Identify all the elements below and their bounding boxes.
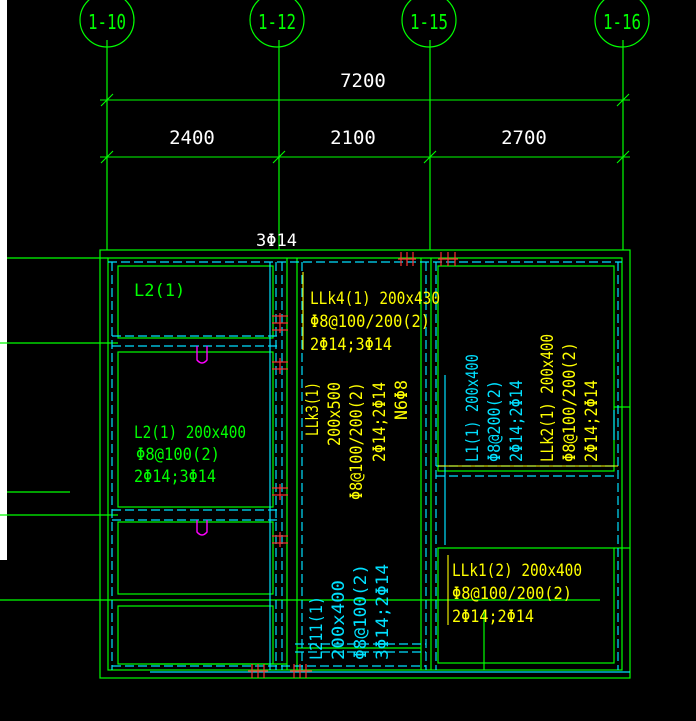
beam-l211-size: 200x400 <box>329 580 349 660</box>
beam-llk2-name: LLk2(1) 200x400 <box>538 334 558 462</box>
inner-wall <box>107 257 623 671</box>
dim-tick <box>423 150 437 164</box>
beam-l211-bars: 3Φ14;2Φ14 <box>373 564 393 660</box>
beam-l1-bars: 2Φ14;2Φ14 <box>507 380 527 462</box>
dim-span-text: 2400 <box>169 127 215 149</box>
beam-solid-lines <box>150 262 630 673</box>
beam-l1-annotation: L1(1) 200x400 Φ8@200(2) 2Φ14;2Φ14 <box>463 354 527 462</box>
dimension-texts: 7200 2400 2100 2700 <box>169 70 547 149</box>
beam-llk3-side: N6Φ8 <box>392 380 412 420</box>
beam-llk3-bars: 2Φ14;2Φ14 <box>370 382 390 462</box>
beam-l2-mid-stirrup: Φ8@100(2) <box>136 445 220 465</box>
axis-label: 1-15 <box>410 10 448 34</box>
beam-llk2-annotation: LLk2(1) 200x400 Φ8@100/200(2) 2Φ14;2Φ14 <box>538 334 602 462</box>
beam-llk4-bars: 2Φ14;3Φ14 <box>310 335 392 355</box>
axis-bubble-1-10 <box>79 0 135 48</box>
beam-llk4-name: LLk4(1) 200x430 <box>310 289 440 309</box>
outer-wall <box>99 249 631 679</box>
beam-llk1-bars: 2Φ14;2Φ14 <box>452 607 534 627</box>
axis-bubble-1-16 <box>594 0 650 48</box>
top-rebar-text: 3Φ14 <box>256 231 297 251</box>
axis-label: 1-10 <box>88 10 126 34</box>
beam-l211-annotation: L211(1) 200x400 Φ8@100(2) 3Φ14;2Φ14 <box>307 564 393 660</box>
axis-labels: 1-10 1-12 1-15 1-16 <box>88 10 641 34</box>
beam-llk1-annotation: LLk1(2) 200x400 Φ8@100/200(2) 2Φ14;2Φ14 <box>452 561 582 627</box>
room-top-right <box>437 265 615 472</box>
axis-bubble-1-15 <box>401 0 457 48</box>
beam-llk3-name: LLk3(1) <box>303 382 323 436</box>
room-lower-left <box>117 521 274 595</box>
dim-tick <box>616 150 630 164</box>
beam-l1-name: L1(1) 200x400 <box>463 354 483 462</box>
beam-l2-top-name: L2(1) <box>134 281 185 301</box>
room-top-left <box>117 265 274 339</box>
beam-llk3-stirrup: Φ8@100/200(2) <box>347 382 367 500</box>
dim-span-text: 2700 <box>501 127 547 149</box>
dim-tick <box>616 93 630 107</box>
beam-l1-stirrup: Φ8@200(2) <box>485 380 505 462</box>
axis-bubble-1-12 <box>249 0 305 48</box>
axis-label: 1-12 <box>258 10 296 34</box>
dim-total-text: 7200 <box>340 70 386 92</box>
dim-span-text: 2100 <box>330 127 376 149</box>
room-bottom-right <box>437 547 615 664</box>
dim-tick <box>100 150 114 164</box>
dimension-lines <box>100 93 630 164</box>
wall-outlines <box>0 249 631 679</box>
beam-l2-mid-name: L2(1) 200x400 <box>134 423 246 443</box>
leader-lines <box>302 272 618 625</box>
room-mid-left <box>117 351 274 508</box>
dim-tick <box>272 150 286 164</box>
hook-symbols <box>196 346 208 536</box>
beam-llk2-stirrup: Φ8@100/200(2) <box>560 342 580 462</box>
axis-grid <box>79 0 650 250</box>
hook-symbol <box>196 520 208 536</box>
axis-label: 1-16 <box>603 10 641 34</box>
beam-llk4-stirrup: Φ8@100/200(2) <box>310 312 430 332</box>
beam-llk3-size: 200x500 <box>325 382 345 446</box>
beam-llk1-name: LLk1(2) 200x400 <box>452 561 582 581</box>
dim-tick <box>100 93 114 107</box>
beam-llk1-stirrup: Φ8@100/200(2) <box>452 584 572 604</box>
beam-l211-name: L211(1) <box>307 596 327 660</box>
beam-l2-mid-annotation: L2(1) 200x400 Φ8@100(2) 2Φ14;3Φ14 <box>134 423 246 487</box>
beam-llk2-bars: 2Φ14;2Φ14 <box>582 380 602 462</box>
beam-l211-stirrup: Φ8@100(2) <box>351 564 371 660</box>
beam-l2-mid-bars: 2Φ14;3Φ14 <box>134 467 216 487</box>
left-panel-edge <box>0 0 7 560</box>
beam-llk3-annotation: LLk3(1) 200x500 Φ8@100/200(2) 2Φ14;2Φ14 … <box>303 380 412 500</box>
beam-llk4-annotation: LLk4(1) 200x430 Φ8@100/200(2) 2Φ14;3Φ14 <box>310 289 440 355</box>
rebar-markers <box>248 252 458 678</box>
hook-symbol <box>196 346 208 364</box>
